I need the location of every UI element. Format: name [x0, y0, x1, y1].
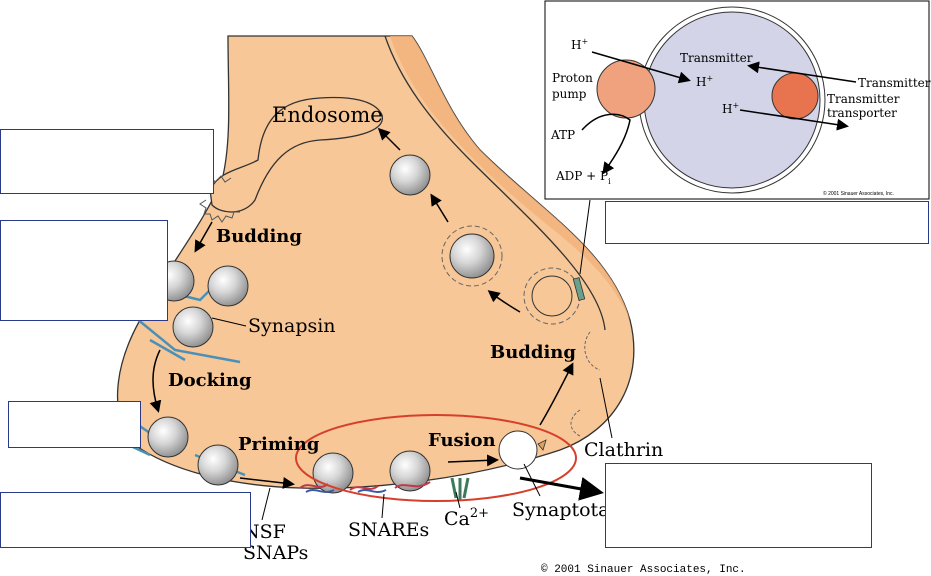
label-endosome: Endosome — [272, 103, 383, 127]
vesicle — [449, 233, 495, 279]
vesicle — [147, 416, 189, 458]
transmitter-transporter — [771, 72, 819, 120]
inset-panel: H+ H+ H+ Proton pump ATP ADP + Pi Transm… — [544, 0, 931, 200]
inset-label-atp: ATP — [550, 128, 575, 142]
inset-label-transmitter-outside: Transmitter — [858, 76, 931, 90]
cycle-arrows — [149, 127, 574, 489]
clathrin-coat — [441, 225, 503, 287]
terminal-fill-strip — [390, 36, 630, 320]
inset-label-h-plus-inside: H+ — [696, 74, 713, 89]
answer-box-transport[interactable] — [605, 201, 929, 244]
answer-box-mobilization[interactable] — [0, 220, 168, 321]
inset-label-transporter-line2: transporter — [827, 106, 897, 120]
inset-label-pump: pump — [552, 87, 587, 101]
calcium-channel — [450, 477, 470, 500]
vesicle-fusing — [498, 430, 538, 470]
answer-box-endocytosis[interactable] — [0, 129, 214, 194]
answer-box-priming[interactable] — [0, 492, 251, 548]
synapsin-filaments — [117, 284, 246, 477]
inset-label-proton: Proton — [552, 71, 593, 85]
answer-box-docking[interactable] — [8, 401, 141, 448]
label-nsf: NSF — [243, 521, 286, 543]
label-calcium: Ca2+ — [444, 506, 489, 530]
inset-copyright: © 2001 Sinauer Associates, Inc. — [823, 190, 894, 197]
label-clathrin: Clathrin — [584, 439, 663, 461]
vesicle-coated-budding — [531, 275, 573, 317]
vesicle — [172, 306, 214, 348]
vesicle — [389, 154, 431, 196]
clathrin-pits — [570, 331, 601, 437]
label-snares: SNAREs — [348, 519, 429, 541]
inset-label-adp: ADP + Pi — [555, 169, 611, 186]
callout-lines — [211, 199, 613, 521]
vesicle — [197, 444, 239, 486]
answer-box-exocytosis[interactable] — [605, 463, 872, 548]
label-snaps: SNAPs — [243, 542, 308, 564]
vesicle-transporter-protein — [572, 277, 586, 301]
label-calcium-charge: 2+ — [470, 506, 489, 521]
vesicle — [389, 450, 431, 492]
inset-label-h-plus-right: H+ — [722, 101, 739, 116]
inset-arrows — [581, 51, 857, 175]
copyright-main: © 2001 Sinauer Associates, Inc. — [541, 564, 746, 576]
proton-pump — [596, 59, 656, 119]
label-budding-left: Budding — [216, 226, 302, 247]
inset-label-transporter-line1: Transmitter — [827, 92, 900, 106]
endosome — [209, 96, 383, 213]
snare-proteins-blue — [305, 489, 387, 493]
fusion-zone-ellipse — [295, 414, 577, 502]
label-budding-right: Budding — [490, 342, 576, 363]
label-priming: Priming — [238, 434, 320, 455]
terminal-inner-fold — [384, 35, 606, 331]
inset-label-transmitter-inside: Transmitter — [680, 51, 753, 65]
vesicle — [207, 265, 249, 307]
synaptotagmin-marker — [537, 439, 547, 451]
label-docking: Docking — [168, 370, 252, 391]
label-synapsin: Synapsin — [248, 315, 336, 337]
synaptotagmin-release-arrow — [519, 476, 604, 501]
label-fusion: Fusion — [428, 430, 496, 451]
inset-label-h-plus-top: H+ — [571, 37, 588, 52]
